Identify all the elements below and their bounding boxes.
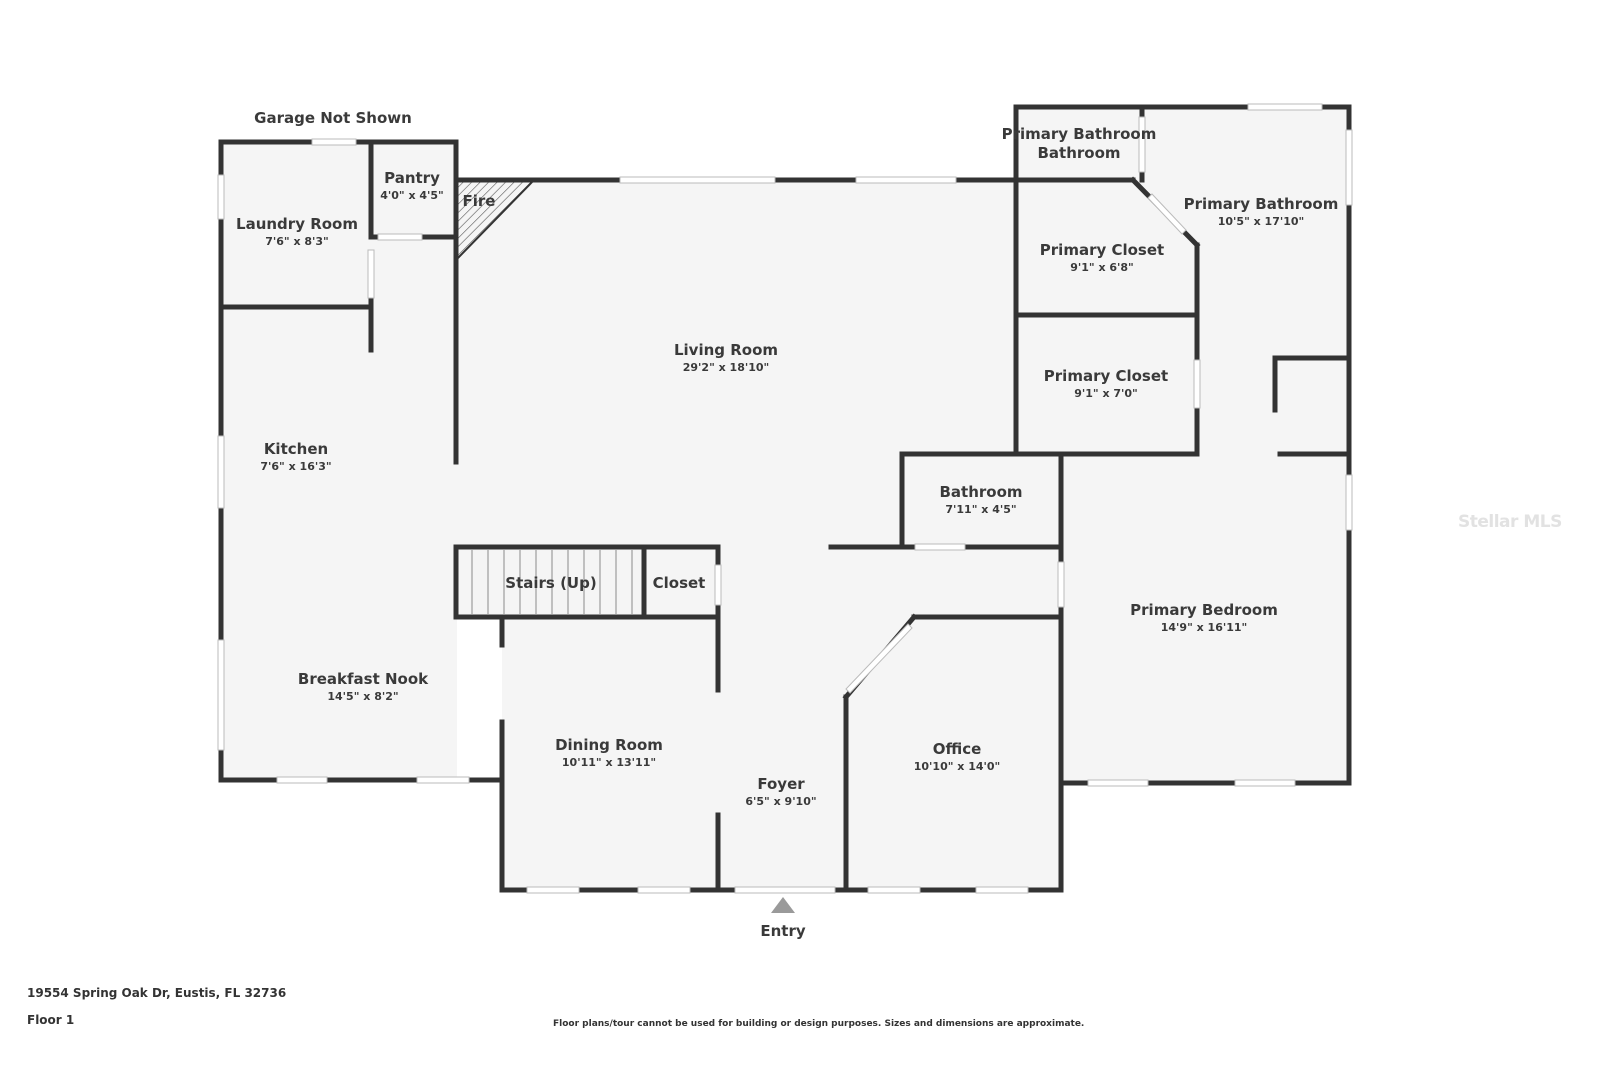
room-dims: 10'10" x 14'0" [914, 760, 1001, 773]
garage-note: Garage Not Shown [254, 109, 412, 127]
interior-openings [367, 116, 1201, 694]
watermark-logo: Stellar MLS [1458, 512, 1562, 532]
room-name: Primary Closet [1044, 367, 1168, 385]
room-dims: 14'5" x 8'2" [327, 690, 398, 703]
room-name: Closet [653, 574, 706, 592]
entry-arrow-icon [771, 897, 795, 913]
floor-label: Floor 1 [27, 1013, 75, 1027]
room-dims: 7'6" x 16'3" [260, 460, 331, 473]
stairs-graphic [456, 548, 642, 616]
room-name: Kitchen [264, 440, 328, 458]
room-labels: Laundry Room 7'6" x 8'3" Pantry 4'0" x 4… [236, 125, 1338, 808]
room-dims: 7'6" x 8'3" [265, 235, 329, 248]
room-dims: 4'0" x 4'5" [380, 189, 444, 202]
room-name: Bathroom [939, 483, 1022, 501]
room-dims: 9'1" x 6'8" [1070, 261, 1134, 274]
room-name-line2: Bathroom [1037, 144, 1120, 162]
room-name: Primary Closet [1040, 241, 1164, 259]
room-dims: 6'5" x 9'10" [745, 795, 816, 808]
room-name: Primary Bedroom [1130, 601, 1278, 619]
disclaimer-text: Floor plans/tour cannot be used for buil… [553, 1019, 1085, 1029]
room-name: Dining Room [555, 736, 663, 754]
room-name: Foyer [757, 775, 805, 793]
room-name: Laundry Room [236, 215, 358, 233]
room-dims: 10'5" x 17'10" [1218, 215, 1305, 228]
room-name: Primary Bathroom [1002, 125, 1157, 143]
windows [217, 103, 1353, 894]
room-name: Pantry [384, 169, 440, 187]
room-name: Office [933, 740, 982, 758]
room-dims: 29'2" x 18'10" [683, 361, 770, 374]
room-name: Stairs (Up) [505, 574, 596, 592]
room-name: Living Room [674, 341, 778, 359]
room-dims: 14'9" x 16'11" [1161, 621, 1248, 634]
fireplace-label: Fire [463, 192, 496, 210]
entry-label: Entry [760, 922, 805, 940]
room-dims: 10'11" x 13'11" [562, 756, 656, 769]
address-label: 19554 Spring Oak Dr, Eustis, FL 32736 [27, 986, 287, 1000]
room-dims: 9'1" x 7'0" [1074, 387, 1138, 400]
room-name: Breakfast Nook [298, 670, 429, 688]
room-name: Primary Bathroom [1184, 195, 1339, 213]
room-dims: 7'11" x 4'5" [945, 503, 1016, 516]
